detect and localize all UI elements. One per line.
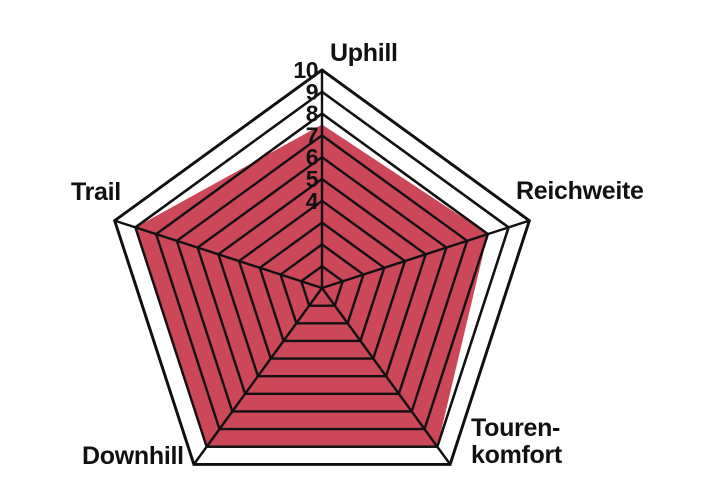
- axis-spoke-downhill: [192, 287, 323, 466]
- axis-label-downhill: Downhill: [82, 442, 184, 470]
- grid-ring-8-over: [154, 112, 490, 431]
- tick-label-9: 9: [306, 79, 318, 105]
- grid-ring-2-over: [279, 242, 365, 325]
- tick-label-6: 6: [306, 144, 318, 170]
- axis-label-tourenkomfort: Touren-komfort: [471, 415, 562, 468]
- grid-ring-10-over: [113, 68, 531, 466]
- grid-ring-6-over: [196, 155, 448, 396]
- grid-rings-over: [113, 68, 531, 466]
- axis-label-tourenkomfort-line1: Touren-: [471, 414, 561, 442]
- tick-labels: 10 9 8 7 6 5 4: [293, 57, 319, 214]
- tick-label-5: 5: [306, 166, 319, 192]
- axis-label-trail: Trail: [71, 178, 121, 206]
- grid-ring-7-over: [175, 133, 469, 413]
- tick-label-8: 8: [306, 101, 319, 127]
- axis-label-uphill: Uphill: [330, 39, 398, 67]
- axis-spokes: [114, 70, 530, 466]
- grid-ring-9-over: [133, 90, 511, 448]
- tick-label-7: 7: [306, 122, 318, 148]
- tick-label-4: 4: [306, 188, 319, 214]
- grid-ring-1-over: [299, 264, 345, 307]
- tick-label-10: 10: [293, 57, 318, 83]
- grid-ring-3-over: [258, 221, 386, 343]
- axis-label-reichweite: Reichweite: [516, 177, 644, 205]
- axis-spoke-reichweite: [321, 219, 530, 290]
- axis-spoke-tourenkomfort: [321, 287, 452, 466]
- grid-ring-4-over: [237, 199, 407, 360]
- axis-label-tourenkomfort-line2: komfort: [471, 440, 562, 469]
- grid-ring-5-over: [216, 177, 428, 378]
- axis-spoke-trail: [114, 219, 323, 290]
